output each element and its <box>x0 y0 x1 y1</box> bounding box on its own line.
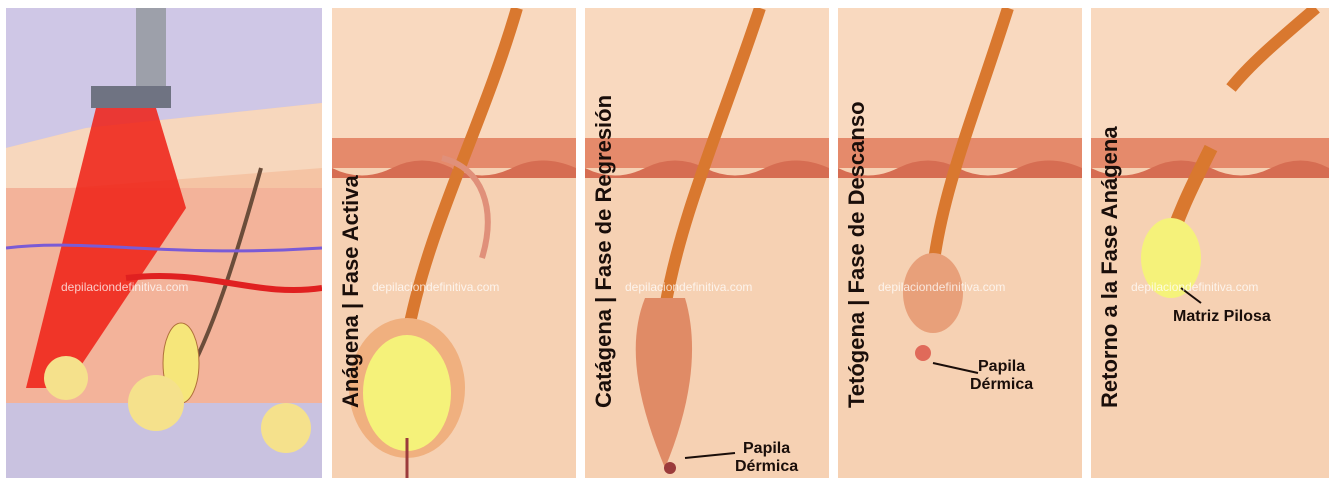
phase-label: Retorno a la Fase Anágena <box>1097 126 1123 408</box>
matriz-pilosa-callout: Matriz Pilosa <box>1173 308 1271 326</box>
phase-label: Catágena | Fase de Regresión <box>591 95 617 408</box>
laser-panel: depilaciondefinitiva.com <box>6 8 322 478</box>
callout-line-2: Dérmica <box>735 458 798 476</box>
watermark: depilaciondefinitiva.com <box>372 280 499 294</box>
callout-line-1: Papila <box>735 440 798 458</box>
laser-illustration <box>6 8 322 478</box>
phase-label: Anágena | Fase Activa <box>338 175 364 408</box>
watermark: depilaciondefinitiva.com <box>878 280 1005 294</box>
retorno-illustration <box>1091 8 1329 478</box>
papila-dermica-callout: Papila Dérmica <box>735 440 798 476</box>
callout-text: Matriz Pilosa <box>1173 308 1271 326</box>
telogena-panel: Tetógena | Fase de Descanso Papila Dérmi… <box>838 8 1082 478</box>
callout-line-2: Dérmica <box>970 376 1033 394</box>
retorno-panel: Retorno a la Fase Anágena Matriz Pilosa … <box>1091 8 1329 478</box>
anagena-panel: Anágena | Fase Activa depilaciondefiniti… <box>332 8 576 478</box>
catagena-illustration <box>585 8 829 478</box>
watermark: depilaciondefinitiva.com <box>1131 280 1258 294</box>
anagena-illustration <box>332 8 576 478</box>
watermark: depilaciondefinitiva.com <box>61 280 188 294</box>
telogena-illustration <box>838 8 1082 478</box>
watermark: depilaciondefinitiva.com <box>625 280 752 294</box>
papila-dermica-callout: Papila Dérmica <box>970 358 1033 394</box>
callout-line-1: Papila <box>970 358 1033 376</box>
catagena-panel: Catágena | Fase de Regresión Papila Dérm… <box>585 8 829 478</box>
phase-label: Tetógena | Fase de Descanso <box>844 101 870 408</box>
